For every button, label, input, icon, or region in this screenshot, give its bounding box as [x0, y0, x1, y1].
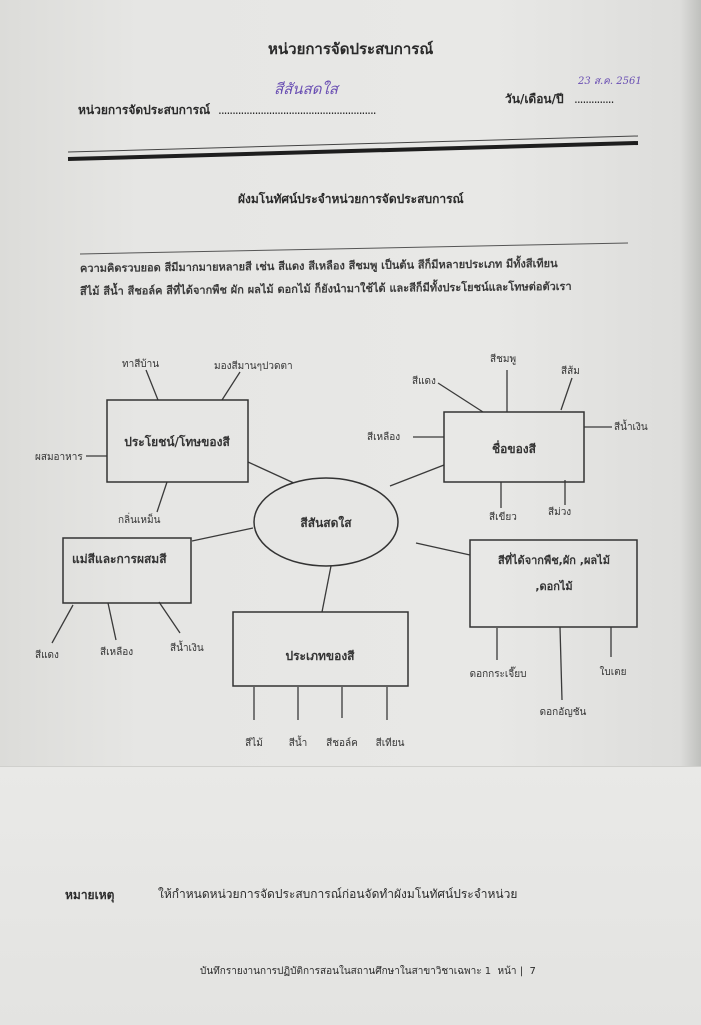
footer: บันทึกรายงานการปฏิบัติการสอนในสถานศึกษาใ… [200, 966, 536, 978]
date-label: วัน/เดือน/ปี [505, 92, 564, 106]
color-types-node-label: ประเภทของสี [285, 649, 355, 663]
color-names-node-label: ชื่อของสี [492, 440, 537, 456]
note-text: ให้กำหนดหน่วยการจัดประสบการณ์ก่อนจัดทำผั… [158, 887, 518, 901]
color-type-item: สีไม้ [245, 737, 263, 749]
plant-color-item: ใบเตย [599, 666, 626, 678]
plant-colors-node [469, 539, 638, 628]
page-number: 7 [529, 966, 536, 977]
color-names-node [443, 411, 585, 483]
color-type-item: สีชอล์ค [326, 737, 358, 749]
color-name-item: สีแดง [412, 375, 436, 387]
unit-dots: ........................................… [218, 103, 377, 117]
summary-divider [79, 242, 629, 255]
header-divider-thin [67, 135, 639, 153]
color-name-item: สีม่วง [548, 506, 571, 518]
color-types-node [232, 611, 409, 687]
unit-label: หน่วยการจัดประสบการณ์ [78, 103, 211, 117]
benefit-item: มองสีมานๆปวดตา [214, 360, 293, 372]
benefit-item: ผสมอาหาร [35, 452, 83, 463]
primary-color-item: สีแดง [35, 649, 59, 661]
note-label: หมายเหตุ [65, 888, 115, 902]
benefit-item: ทาสีบ้าน [122, 358, 159, 370]
plant-color-item: ดอกอัญชัน [540, 707, 587, 718]
plant-color-item: ดอกกระเจี๊ยบ [470, 666, 527, 680]
header-divider-thick [67, 141, 639, 161]
paper-lower-section [0, 766, 701, 1025]
page-title: หน่วยการจัดประสบการณ์ [268, 40, 434, 58]
page-label: หน้า | [497, 966, 524, 977]
benefits-node [106, 399, 249, 483]
primary-colors-node [62, 537, 192, 604]
color-type-item: สีน้ำ [289, 735, 308, 749]
color-name-item: สีชมพู [490, 353, 516, 365]
concept-map-subtitle: ผังมโนทัศน์ประจำหน่วยการจัดประสบการณ์ [238, 192, 464, 206]
color-name-item: สีเขียว [489, 511, 517, 523]
primary-colors-node-label: แม่สีและการผสมสี [72, 552, 167, 566]
connector-lines [51, 369, 612, 720]
color-name-item: สีส้ม [561, 365, 580, 377]
date-dots: .............. [574, 92, 614, 106]
center-node [253, 477, 399, 567]
benefit-item: กลิ่นเหม็น [118, 512, 161, 526]
color-name-item: สีน้ำเงิน [614, 419, 648, 433]
benefits-node-label: ประโยชน์/โทษของสี [124, 434, 230, 449]
plant-colors-node-label-2: ,ดอกไม้ [535, 579, 572, 593]
unit-value: สีสันสดใส [274, 80, 338, 98]
primary-color-item: สีน้ำเงิน [170, 640, 204, 654]
date-value: 23 ส.ค. 2561 [578, 76, 642, 87]
color-type-item: สีเทียน [376, 737, 405, 749]
color-name-item: สีเหลือง [367, 431, 400, 443]
center-node-label: สีสันสดใส [300, 515, 352, 530]
primary-color-item: สีเหลือง [100, 646, 133, 658]
footer-text: บันทึกรายงานการปฏิบัติการสอนในสถานศึกษาใ… [200, 966, 492, 977]
plant-colors-node-label: สีที่ได้จากพืช,ผัก ,ผลไม้ [498, 552, 610, 567]
